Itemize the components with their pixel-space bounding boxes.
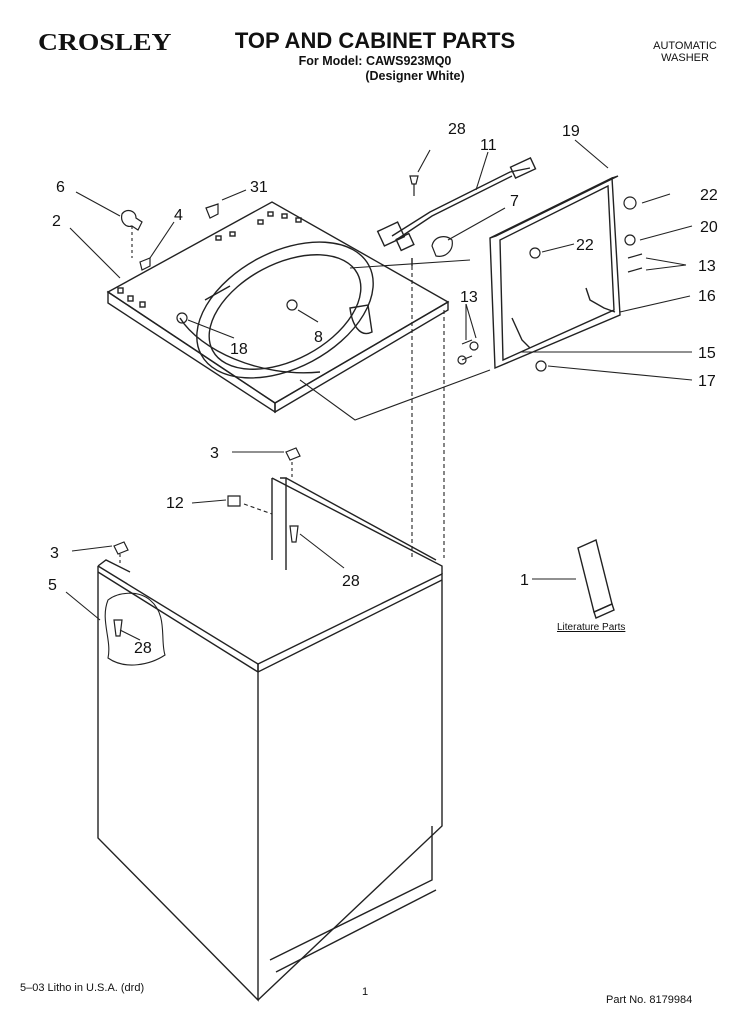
callout-22-right: 22 xyxy=(700,187,718,204)
callout-3-lower: 3 xyxy=(50,545,59,562)
hardware-parts xyxy=(113,175,643,637)
callout-8: 8 xyxy=(314,329,323,346)
page-title: TOP AND CABINET PARTS xyxy=(234,28,516,53)
model-line: For Model: CAWS923MQ0 xyxy=(298,54,452,68)
model-subtitle: For Model: CAWS923MQ0 (Designer White) xyxy=(0,54,750,84)
brand-logo: CROSLEY xyxy=(38,30,172,56)
washer-top-panel xyxy=(106,201,450,414)
callout-4: 4 xyxy=(174,207,183,224)
callout-15: 15 xyxy=(698,345,716,362)
callout-28-cutaway: 28 xyxy=(134,640,152,657)
washer-cabinet xyxy=(97,477,443,1002)
callout-17: 17 xyxy=(698,373,716,390)
console-panel xyxy=(489,175,621,370)
color-line: (Designer White) xyxy=(365,69,465,83)
part-number: Part No. 8179984 xyxy=(606,994,693,1006)
product-line-1: AUTOMATIC xyxy=(653,40,717,52)
callout-12: 12 xyxy=(166,495,184,512)
product-type: AUTOMATIC WASHER xyxy=(640,40,730,64)
callout-28-top: 28 xyxy=(448,121,466,138)
callout-11: 11 xyxy=(480,137,497,154)
callout-7: 7 xyxy=(510,193,519,210)
callout-28-middle: 28 xyxy=(342,573,360,590)
callout-13-left: 13 xyxy=(460,289,478,306)
callout-19: 19 xyxy=(562,123,580,140)
page-number: 1 xyxy=(362,986,369,998)
callout-16: 16 xyxy=(698,288,716,305)
callout-6: 6 xyxy=(56,179,65,196)
print-info: 5–03 Litho in U.S.A. (drd) xyxy=(20,982,145,994)
callout-22-left: 22 xyxy=(576,237,594,254)
callout-18: 18 xyxy=(230,341,248,358)
callout-5: 5 xyxy=(48,577,57,594)
callout-3-upper: 3 xyxy=(210,445,219,462)
callout-1: 1 xyxy=(520,572,529,589)
callout-labels: 28 11 19 6 31 22 2 4 7 20 22 13 13 16 8 … xyxy=(48,121,718,657)
callout-20: 20 xyxy=(700,219,718,236)
callout-2: 2 xyxy=(52,213,61,230)
leader-lines xyxy=(65,139,693,641)
literature-parts-label: Literature Parts xyxy=(557,622,625,633)
callout-13-right: 13 xyxy=(698,258,716,275)
literature-booklet xyxy=(577,539,615,619)
product-line-2: WASHER xyxy=(661,52,709,64)
wire-harness xyxy=(376,156,537,266)
callout-31: 31 xyxy=(250,179,268,196)
